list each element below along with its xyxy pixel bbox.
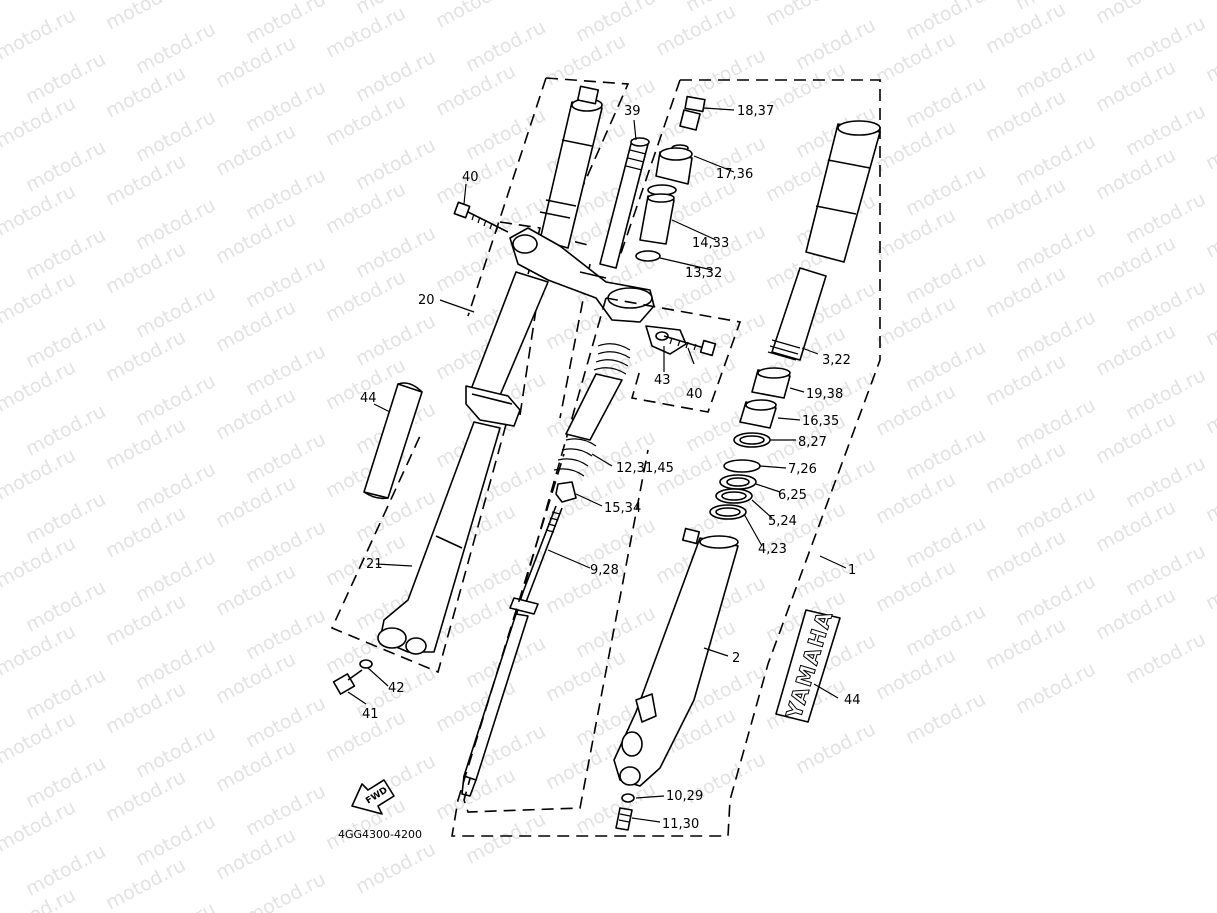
label-21: 21 (366, 557, 383, 572)
watermark-text: motod.ru (0, 4, 79, 64)
watermark-text: motod.ru (132, 898, 219, 913)
label-44-guard: 44 (360, 391, 377, 406)
dust-seal-4 (709, 504, 747, 520)
diagram-code: 4GG4300-4200 (338, 828, 422, 841)
watermark-text: motod.ru (792, 718, 879, 778)
leader-lines (347, 107, 847, 823)
watermark-text: motod.ru (212, 0, 299, 4)
spring-12 (553, 343, 631, 477)
label-5-24: 5,24 (768, 514, 797, 529)
label-1: 1 (848, 563, 856, 578)
watermark-text: motod.ru (1202, 378, 1217, 438)
watermark-text: motod.ru (1202, 26, 1217, 86)
label-2: 2 (732, 651, 740, 666)
washer-13 (635, 250, 661, 262)
watermark-text: motod.ru (102, 0, 189, 34)
right-assembly-dashed-outline (451, 79, 881, 837)
label-40-lower: 40 (686, 387, 703, 402)
bolt-40-lower (663, 335, 717, 357)
label-12-31-45: 12,31,45 (616, 461, 674, 476)
spacer-14 (639, 193, 675, 245)
inner-tube-1 (767, 120, 881, 361)
cap-17 (647, 144, 693, 196)
label-39: 39 (624, 104, 641, 119)
bushing-16 (739, 399, 777, 429)
watermark-text: motod.ru (1202, 554, 1217, 614)
label-43: 43 (654, 373, 671, 388)
watermark-text: motod.ru (762, 0, 849, 30)
watermark-text: motod.ru (1202, 466, 1217, 526)
label-13-32: 13,32 (685, 266, 722, 281)
label-14-33: 14,33 (692, 236, 729, 251)
label-11-30: 11,30 (662, 817, 699, 832)
label-9-28: 9,28 (590, 563, 619, 578)
watermark-text: motod.ru (1122, 628, 1209, 688)
label-7-26: 7,26 (788, 462, 817, 477)
label-42: 42 (388, 681, 405, 696)
fwd-arrow: FWD (351, 779, 395, 815)
watermark-text: motod.ru (462, 808, 549, 868)
label-18-37: 18,37 (737, 104, 774, 119)
washer-8 (733, 432, 771, 448)
label-17-36: 17,36 (716, 167, 753, 182)
watermark-text: motod.ru (572, 778, 659, 838)
lower-leg-2 (613, 527, 739, 787)
outer-tube-20 (539, 85, 603, 249)
label-6-25: 6,25 (778, 488, 807, 503)
outer-tube-20-body (465, 271, 549, 427)
label-20: 20 (418, 293, 435, 308)
watermark-text: motod.ru (1202, 202, 1217, 262)
label-40-upper: 40 (462, 170, 479, 185)
watermark-text: motod.ru (432, 0, 519, 32)
watermark-text: motod.ru (1012, 658, 1099, 718)
bracket-43 (645, 325, 687, 355)
watermark-text: motod.ru (1202, 290, 1217, 350)
washer-42 (359, 659, 373, 669)
bolt-41 (332, 669, 363, 695)
label-44-emblem: 44 (844, 693, 861, 708)
top-cap-18 (679, 95, 706, 131)
watermark-text: motod.ru (242, 868, 329, 913)
part-labels: 40 39 18,37 17,36 14,33 13,32 20 3,22 19… (338, 104, 861, 841)
watermark-text: motod.ru (1202, 114, 1217, 174)
label-19-38: 19,38 (806, 387, 843, 402)
fork-guard-44 (363, 382, 423, 500)
label-10-29: 10,29 (666, 789, 703, 804)
seal-5 (715, 488, 753, 504)
bolt-40-upper (453, 201, 509, 233)
bolt-11 (615, 807, 633, 831)
label-4-23: 4,23 (758, 542, 787, 557)
watermark-text: motod.ru (902, 688, 989, 748)
seal-6 (719, 474, 757, 490)
watermark-text: motod.ru (542, 0, 629, 2)
clip-7 (723, 459, 761, 473)
label-15-34: 15,34 (604, 501, 641, 516)
watermark-text: motod.ru (352, 838, 439, 898)
washer-10 (621, 793, 635, 803)
lower-leg-21 (377, 421, 501, 655)
watermark-text: motod.ru (1092, 0, 1179, 28)
cap-39 (599, 137, 650, 269)
label-8-27: 8,27 (798, 435, 827, 450)
label-41: 41 (362, 707, 379, 722)
bushing-19 (751, 367, 791, 399)
label-16-35: 16,35 (802, 414, 839, 429)
label-3-22: 3,22 (822, 353, 851, 368)
nut-15 (555, 481, 577, 503)
